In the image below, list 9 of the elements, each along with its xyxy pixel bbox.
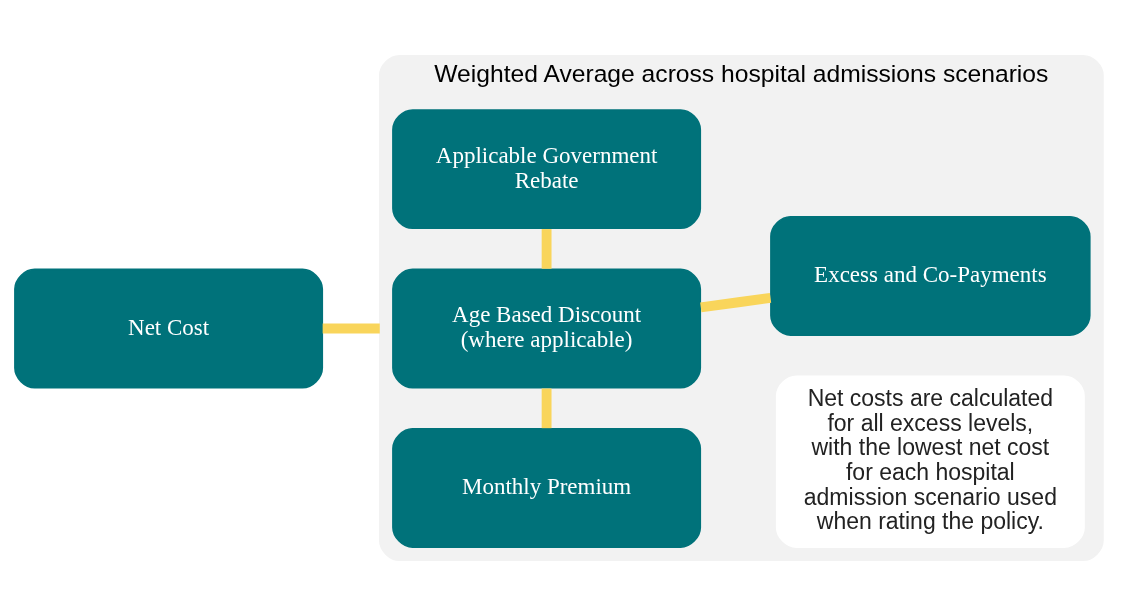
- connector: [700, 292, 772, 313]
- connector: [322, 323, 380, 334]
- connector: [541, 229, 552, 269]
- node-box: Net Cost: [14, 268, 324, 389]
- node-box: Age Based Discount (where applicable): [392, 268, 702, 389]
- node-box: Applicable Government Rebate: [392, 109, 702, 230]
- node-box: Excess and Co-Payments: [770, 215, 1091, 336]
- node-box: Monthly Premium: [392, 428, 702, 548]
- connector: [541, 388, 552, 429]
